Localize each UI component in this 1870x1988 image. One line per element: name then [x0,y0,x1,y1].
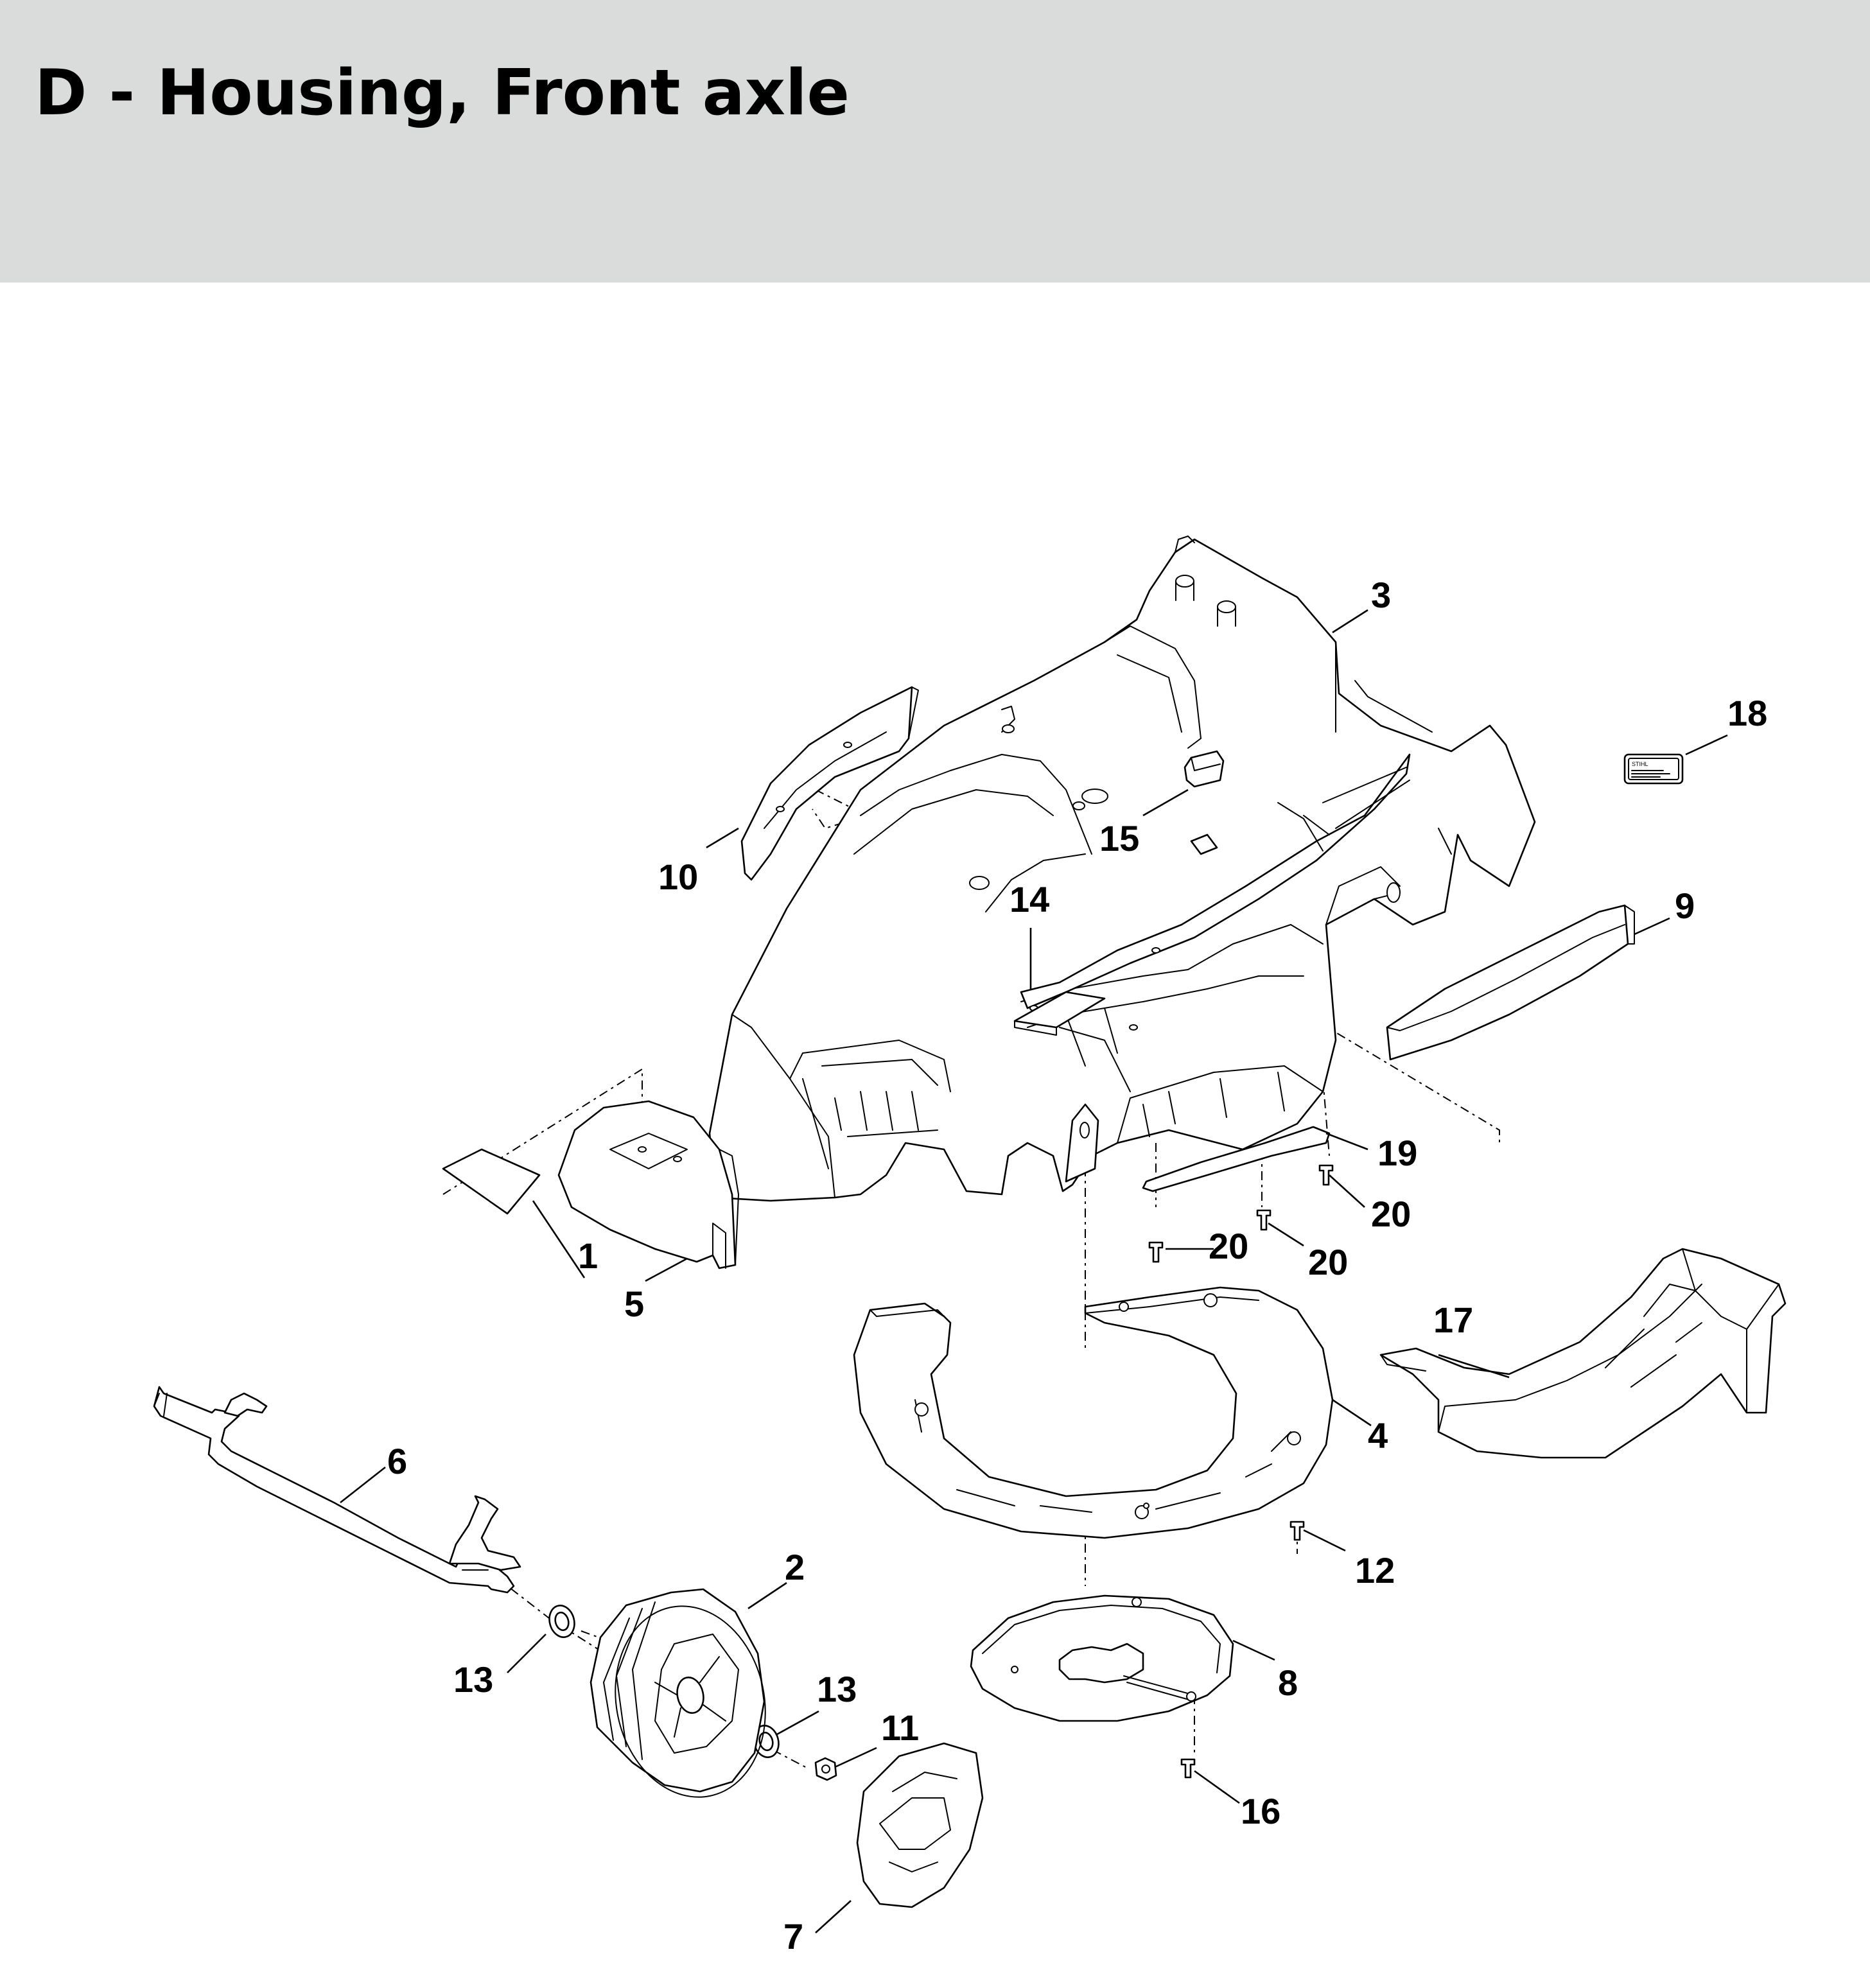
part-20-screws [1148,1164,1334,1263]
callout-1: 1 [578,1235,598,1276]
part-5-front-cover [557,1100,739,1269]
part-4-cutter-ring [853,1286,1334,1539]
callout-11: 11 [881,1707,919,1748]
callout-numbers: 3 18 15 10 14 9 19 20 20 20 1 5 17 4 12 … [387,575,1767,1957]
part-16-screw [1180,1758,1196,1779]
part-18-label-plate: STIHL [1623,753,1684,785]
callout-14: 14 [1009,879,1049,920]
callout-16: 16 [1241,1791,1280,1831]
callout-13-left: 13 [453,1659,493,1700]
part-2-wheel [590,1588,766,1798]
callout-20-left: 20 [1209,1226,1248,1266]
page-title: D - Housing, Front axle [35,57,850,130]
part-11-nut [814,1757,837,1781]
callout-10: 10 [658,857,698,897]
callout-13-right: 13 [817,1669,857,1709]
leader-lines [340,609,1728,1933]
callout-20-right: 20 [1371,1194,1411,1234]
callout-17: 17 [1433,1300,1473,1340]
part-3-housing [708,536,1536,1202]
part-1-decal [442,1148,541,1215]
part-14-plate [1013,991,1106,1036]
part-9-rear-flap [1386,904,1635,1061]
part-7-hub-cap [856,1742,984,1908]
part-15-clip [1184,750,1225,855]
callout-9: 9 [1675,885,1695,926]
callout-6: 6 [387,1441,407,1481]
part-8-base-plate [970,1594,1234,1722]
callout-7: 7 [783,1916,803,1957]
part-19-strip [1142,1126,1331,1192]
callout-19: 19 [1377,1133,1417,1173]
callout-8: 8 [1278,1662,1298,1703]
part-13-bearing-left [548,1605,575,1638]
callout-20-middle: 20 [1308,1242,1348,1282]
callout-5: 5 [624,1284,644,1324]
part-17-chute [1379,1248,1787,1459]
callout-12: 12 [1355,1550,1395,1591]
part-6-front-axle [153,1386,521,1594]
callout-15: 15 [1099,818,1139,859]
callout-18: 18 [1727,693,1767,733]
callout-4: 4 [1368,1415,1388,1456]
part-10-side-cover [740,686,919,881]
label-plate-brand: STIHL [1632,761,1648,767]
callout-3: 3 [1371,575,1391,615]
part-12-screw [1289,1521,1305,1541]
callout-2: 2 [785,1547,805,1587]
header-band: D - Housing, Front axle [0,0,1870,283]
